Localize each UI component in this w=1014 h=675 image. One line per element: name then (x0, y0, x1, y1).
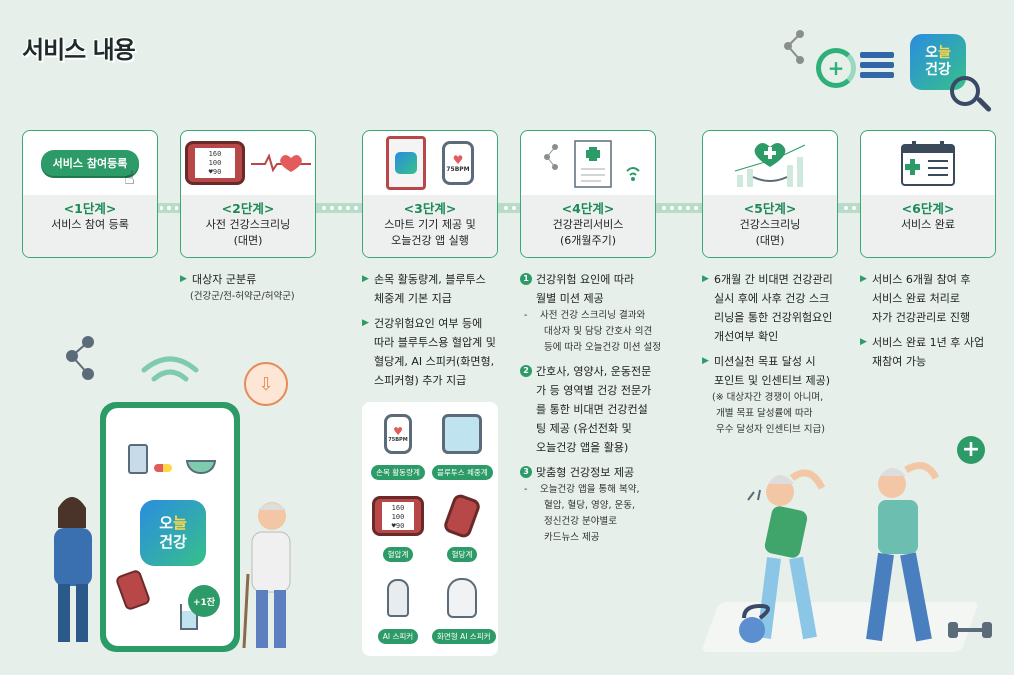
wifi-icon (141, 356, 199, 382)
salad-bowl-icon (186, 460, 216, 474)
ai-speaker-icon (387, 579, 409, 617)
device-ai-speaker: AI 스피커 (368, 572, 428, 644)
step-4-stage: <4단계> (561, 201, 615, 216)
step-5-stage: <5단계> (743, 201, 797, 216)
plus-icon: + (957, 436, 985, 464)
step-1-card: 서비스 참여등록 <1단계> 서비스 참여 등록 (22, 130, 158, 258)
app-logo-badge: 오늘 건강 (910, 34, 966, 90)
device-screen-ai-speaker: 화면형 AI 스피커 (432, 572, 496, 644)
step-2-desc: 사전 건강스크리닝 (205, 218, 291, 231)
health-plus-icon: + (816, 48, 856, 88)
glucometer-icon (114, 568, 152, 612)
step-1-desc: 서비스 참여 등록 (51, 218, 129, 231)
step-5-card: <5단계> 건강스크리닝 (대면) (702, 130, 838, 258)
plus-one-cup-badge: +1잔 (188, 585, 220, 617)
step-5-notes: 6개월 간 비대면 건강관리 실시 후에 사후 건강 스크 리닝을 통한 건강위… (702, 270, 852, 438)
elderly-man-illustration (242, 502, 291, 649)
step-1-stage: <1단계> (63, 201, 117, 216)
share-icon (66, 336, 94, 380)
woman-stretching-illustration (757, 469, 826, 640)
man-stretching-illustration (866, 462, 940, 642)
step-6-stage: <6단계> (901, 201, 955, 216)
step-6-desc: 서비스 완료 (900, 218, 956, 231)
pointer-hand-icon: ☝ (124, 168, 135, 189)
service-register-button[interactable]: 서비스 참여등록 (40, 150, 140, 176)
smartwatch-icon: ♥75BPM (384, 414, 412, 454)
magnifier-handle (975, 96, 993, 113)
health-document-icon (544, 140, 640, 188)
magnifier-icon (950, 76, 980, 106)
pill-bottle-icon (128, 444, 148, 474)
step-5-desc: 건강스크리닝 (739, 218, 801, 231)
step-4-card: <4단계> 건강관리서비스 (6개월주기) (520, 130, 656, 258)
connector-dots (840, 203, 860, 213)
page-title: 서비스 내용 (22, 36, 136, 64)
capsule-icon (154, 464, 172, 472)
calendar-checklist-icon (901, 141, 955, 186)
health-care-hand-icon (734, 143, 806, 187)
step-2-stage: <2단계> (221, 201, 275, 216)
smartphone-illustration: 오늘 건강 (100, 402, 240, 652)
kettlebell-icon (739, 604, 770, 643)
smartwatch-icon: ♥ 75BPM (442, 141, 474, 185)
step-3-desc: 스마트 기기 제공 및 (384, 218, 476, 231)
scale-icon (442, 414, 482, 454)
connector-dots (500, 203, 520, 213)
share-icon (784, 30, 804, 64)
step-3-card: ♥ 75BPM <3단계> 스마트 기기 제공 및 오늘건강 앱 실행 (362, 130, 498, 258)
device-scale: 블루투스 체중계 (432, 408, 493, 480)
glucometer-icon (442, 492, 482, 540)
device-wristband: ♥75BPM 손목 활동량계 (368, 408, 428, 480)
step-4-desc: 건강관리서비스 (552, 218, 624, 231)
step-3-desc-sub: 오늘건강 앱 실행 (391, 234, 469, 247)
sweat-drops-icon (747, 489, 761, 501)
step-3-stage: <3단계> (403, 201, 457, 216)
dumbbell-icon (948, 622, 992, 638)
smartphone-icon (386, 136, 426, 190)
app-icon[interactable]: 오늘 건강 (140, 500, 206, 566)
step-4-desc-sub: (6개월주기) (559, 234, 617, 247)
connector-dots (658, 203, 702, 213)
step-3-notes: 손목 활동량계, 블루투스 체중계 기본 지급 건강위험요인 여부 등에 따라 … (362, 270, 512, 390)
step-5-desc-sub: (대면) (755, 234, 785, 247)
step-2-notes: 대상자 군분류 (건강군/전-허약군/허약군) (180, 270, 350, 305)
step-6-card: <6단계> 서비스 완료 (860, 130, 996, 258)
list-bars-icon (860, 52, 894, 82)
woman-illustration (54, 497, 92, 642)
step-6-notes: 서비스 6개월 참여 후 서비스 완료 처리로 자가 건강관리로 진행 서비스 … (860, 270, 1010, 371)
connector-dots (158, 203, 180, 213)
download-icon: ⇩ (244, 362, 288, 406)
connector-dots (318, 203, 362, 213)
heartbeat-icon (251, 153, 311, 173)
step-2-desc-sub: (대면) (233, 234, 263, 247)
device-glucometer: 혈당계 (432, 490, 492, 562)
robot-speaker-icon (447, 578, 477, 618)
